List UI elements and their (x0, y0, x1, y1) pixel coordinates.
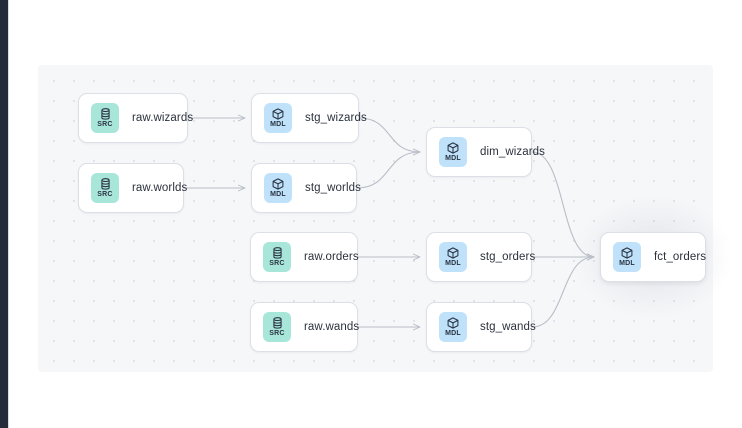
node-dim_wizards[interactable]: MDL dim_wizards (426, 127, 545, 177)
mdl-badge: MDL (439, 137, 467, 167)
node-raw_orders[interactable]: SRC raw.orders (250, 232, 359, 282)
cube-icon (447, 247, 459, 259)
node-raw_wizards[interactable]: SRC raw.wizards (78, 93, 193, 143)
badge-tag: MDL (619, 260, 635, 267)
mdl-badge: MDL (439, 312, 467, 342)
cube-icon (272, 108, 284, 120)
badge-tag: SRC (269, 260, 285, 267)
rail-divider (8, 0, 9, 428)
edge-stg_wands-to-fct_orders (531, 257, 594, 328)
node-stg_orders[interactable]: MDL stg_orders (426, 232, 536, 282)
node-label: stg_worlds (305, 182, 361, 194)
badge-tag: SRC (97, 191, 113, 198)
src-badge: SRC (263, 312, 291, 342)
edge-dim_wizards-to-fct_orders (531, 151, 594, 257)
left-nav-rail[interactable] (0, 0, 8, 428)
mdl-badge: MDL (264, 173, 292, 203)
node-raw_worlds[interactable]: SRC raw.worlds (78, 163, 188, 213)
badge-tag: MDL (270, 121, 286, 128)
node-label: raw.orders (304, 251, 359, 263)
src-badge: SRC (91, 173, 119, 203)
src-badge: SRC (263, 242, 291, 272)
database-icon (272, 247, 283, 259)
badge-tag: MDL (445, 155, 461, 162)
cube-icon (447, 142, 459, 154)
src-badge: SRC (91, 103, 119, 133)
cube-icon (272, 178, 284, 190)
node-label: dim_wizards (480, 146, 546, 158)
cube-icon (447, 317, 459, 329)
mdl-badge: MDL (439, 242, 467, 272)
node-stg_wands[interactable]: MDL stg_wands (426, 302, 536, 352)
node-label: raw.wands (304, 321, 360, 333)
node-label: stg_wands (480, 321, 536, 333)
mdl-badge: MDL (613, 242, 641, 272)
node-label: raw.worlds (132, 182, 188, 194)
badge-tag: MDL (445, 330, 461, 337)
edge-stg_worlds-to-dim_wizards (356, 152, 420, 189)
database-icon (272, 317, 283, 329)
node-label: stg_orders (480, 251, 536, 263)
cube-icon (621, 247, 633, 259)
database-icon (100, 178, 111, 190)
edge-stg_wizards-to-dim_wizards (358, 117, 420, 152)
node-label: raw.wizards (132, 112, 194, 124)
node-stg_wizards[interactable]: MDL stg_wizards (251, 93, 367, 143)
node-label: stg_wizards (305, 112, 367, 124)
edge-layer (183, 65, 713, 372)
node-label: fct_orders (654, 251, 707, 263)
mdl-badge: MDL (264, 103, 292, 133)
database-icon (100, 108, 111, 120)
node-stg_worlds[interactable]: MDL stg_worlds (251, 163, 361, 213)
badge-tag: SRC (269, 330, 285, 337)
node-fct_orders[interactable]: MDL fct_orders (600, 232, 706, 282)
badge-tag: MDL (445, 260, 461, 267)
node-raw_wands[interactable]: SRC raw.wands (250, 302, 360, 352)
badge-tag: MDL (270, 191, 286, 198)
badge-tag: SRC (97, 121, 113, 128)
